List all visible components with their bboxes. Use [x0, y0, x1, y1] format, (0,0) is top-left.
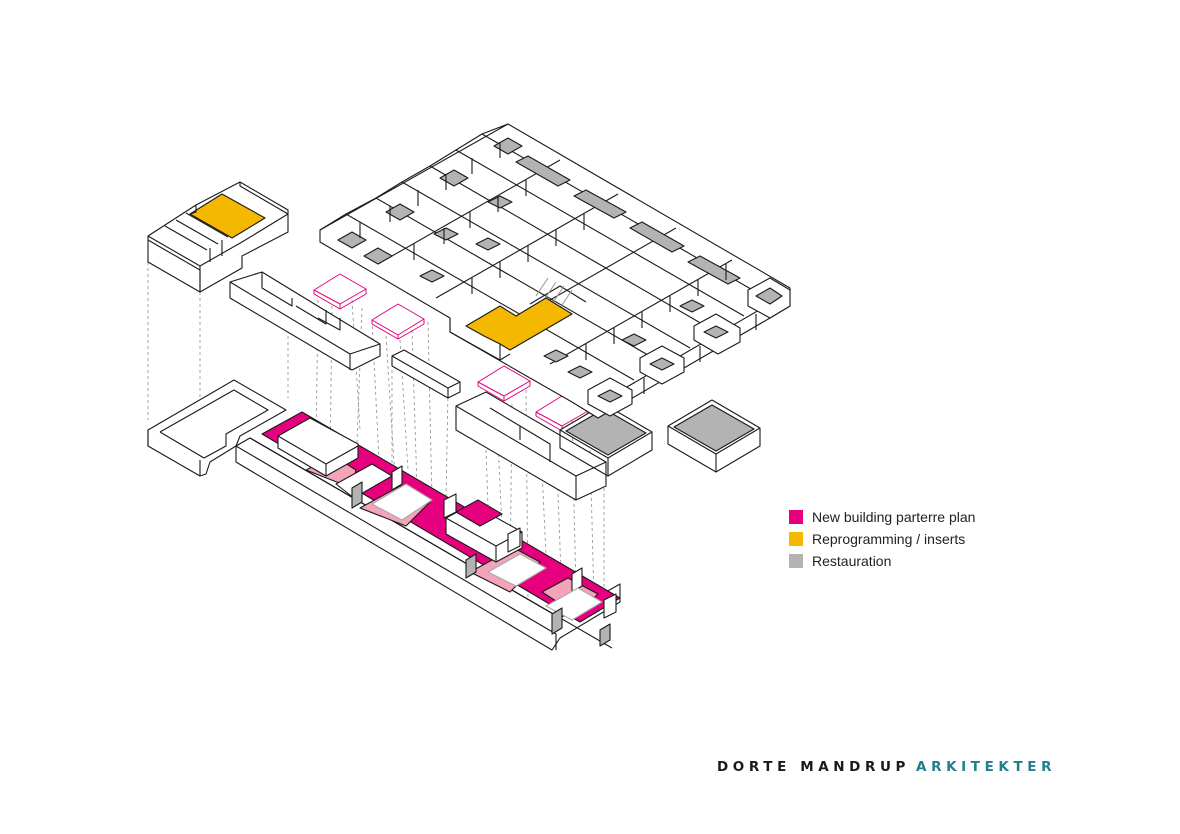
- legend-item-new-building: New building parterre plan: [789, 506, 975, 528]
- middle-wall: [391, 349, 461, 399]
- legend-item-reprogramming: Reprogramming / inserts: [789, 528, 975, 550]
- ground-floor-plan: [147, 379, 621, 651]
- left-wall-strip: [229, 271, 381, 371]
- legend-swatch-yellow: [789, 532, 803, 546]
- brand-name: DORTE MANDRUP: [717, 759, 911, 775]
- grey-box-left: [559, 403, 653, 477]
- legend-swatch-grey: [789, 554, 803, 568]
- right-lower-strip: [455, 391, 607, 501]
- brand-suffix: ARKITEKTER: [916, 759, 1057, 775]
- legend-label: Restauration: [812, 553, 892, 569]
- grey-box-right: [667, 399, 761, 473]
- legend-label: Reprogramming / inserts: [812, 531, 966, 547]
- left-block: [147, 181, 289, 293]
- legend-swatch-magenta: [789, 510, 803, 524]
- legend: New building parterre plan Reprogramming…: [789, 506, 975, 572]
- main-complex: [319, 123, 791, 419]
- legend-item-restauration: Restauration: [789, 550, 975, 572]
- brand-wordmark: DORTE MANDRUP ARKITEKTER: [717, 759, 1056, 775]
- legend-label: New building parterre plan: [812, 509, 976, 525]
